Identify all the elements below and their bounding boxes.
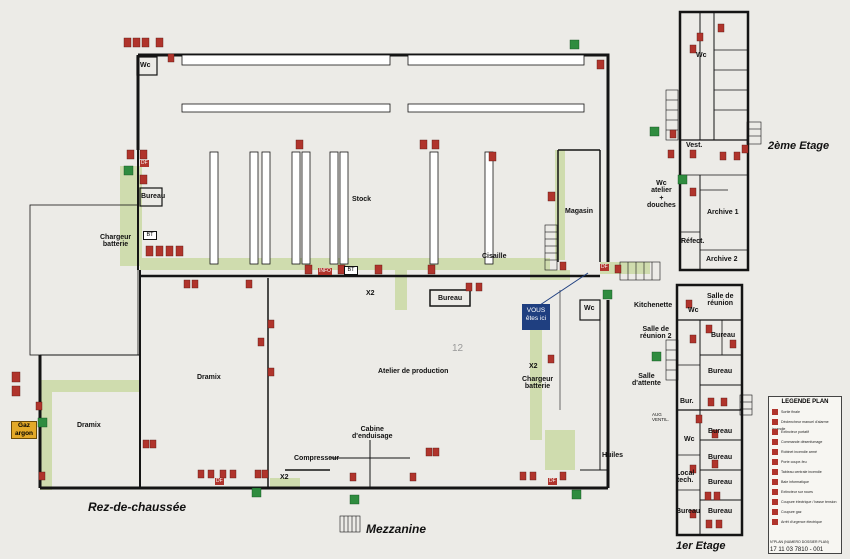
you-are-here-pointer	[539, 272, 589, 306]
title-first-floor: 1er Etage	[676, 540, 726, 552]
floor1-bureau-b: Bureau	[708, 368, 733, 375]
legend-panel: LEGENDE PLAN Sortie finale Déclencheur m…	[768, 396, 842, 554]
legend-item: Déclencheur manuel d'alarme incendie	[772, 419, 841, 431]
marker-x2-b: X2	[529, 363, 538, 370]
floor2-archive-1: Archive 1	[707, 209, 739, 216]
exit-signs	[37, 39, 688, 505]
legend-item: Coupure gaz	[772, 509, 802, 516]
room-bureau-left: Bureau	[141, 193, 166, 200]
room-wc-right: Wc	[584, 305, 595, 312]
ground-floor-walls	[29, 53, 610, 490]
legend-item-label: Tableau centrale incendie	[781, 470, 822, 474]
legend-item: Baie informatique	[772, 479, 809, 486]
legend-item: Extincteur portatif	[772, 429, 809, 436]
room-cabine: Cabine d'enduisage	[352, 426, 393, 441]
room-wc-ground: Wc	[140, 62, 151, 69]
floor1-bureau-f: Bureau	[676, 508, 701, 515]
room-dramix-2: Dramix	[77, 422, 101, 429]
floor2-refect: Réfect.	[681, 238, 705, 245]
room-compresseur: Compresseur	[294, 455, 340, 462]
plan-reference: N°PLAN (NUMERO DOSSIER PLAN) 17 11 03 78…	[770, 538, 829, 554]
room-chargeur-left: Chargeur batterie	[100, 234, 132, 249]
floor2-archive-2: Archive 2	[706, 256, 738, 263]
gas-argon-marker: Gaz argon	[11, 421, 37, 439]
legend-item: Commande désenfumage	[772, 439, 822, 446]
handwritten-mark: 12	[452, 343, 464, 354]
tag-df-a: DF	[140, 160, 149, 167]
tag-info: INFO	[318, 268, 332, 275]
title-second-floor: 2ème Etage	[768, 140, 830, 152]
room-atelier: Atelier de production	[378, 368, 449, 375]
title-mezzanine: Mezzanine	[366, 522, 427, 536]
floor1-local-tech: Local tech.	[676, 470, 695, 485]
legend-item-label: Sortie finale	[781, 410, 800, 414]
marker-x2-c: X2	[280, 474, 289, 481]
legend-item-label: Coupure électrique / basse tension	[781, 500, 837, 504]
legend-item-label: Arrêt d'urgence électrique	[781, 520, 823, 524]
tag-df-b: DF	[600, 264, 609, 271]
floor1-kitchenette: Kitchenette	[634, 302, 673, 309]
floor1-salle-reunion-2: Salle de réunion 2	[640, 326, 672, 341]
room-chargeur-right: Chargeur batterie	[522, 376, 554, 391]
gas-argon-label: Gaz argon	[14, 422, 34, 437]
room-huiles: Huiles	[602, 452, 624, 459]
room-dramix-1: Dramix	[197, 374, 221, 381]
legend-item-label: Baie informatique	[781, 480, 809, 484]
stock-racks	[181, 54, 585, 265]
legend-item-label: Porte coupe-feu	[781, 460, 807, 464]
legend-item-label: Déclencheur manuel d'alarme incendie	[772, 420, 829, 431]
legend-item: Tableau centrale incendie	[772, 469, 822, 476]
floor2-vest: Vest.	[686, 142, 703, 149]
legend-item: Robinet incendie armé	[772, 449, 817, 456]
floor1-salle-reunion: Salle de réunion	[707, 293, 734, 308]
floor1-wc-a: Wc	[688, 307, 699, 314]
ventilation-stop-tag: AUG VENTIL.	[652, 412, 670, 422]
floor1-bureau-c: Bureau	[708, 428, 733, 435]
tag-df-d: DF	[548, 478, 557, 485]
floor1-bur: Bur.	[680, 398, 694, 405]
legend-item: Sortie finale	[772, 409, 800, 416]
floor2-wc-atelier: Wc atelier + douches	[647, 180, 676, 210]
legend-item-label: Extincteur portatif	[781, 430, 809, 434]
floor1-salle-attente: Salle d'attente	[632, 373, 661, 388]
fire-symbols	[11, 23, 749, 529]
floor2-wc: Wc	[696, 52, 707, 59]
floor1-bureau-e: Bureau	[708, 479, 733, 486]
legend-item: Porte coupe-feu	[772, 459, 807, 466]
plan-reference-caption: N°PLAN (NUMERO DOSSIER PLAN)	[770, 540, 829, 544]
floor1-wc-b: Wc	[684, 436, 695, 443]
legend-item-label: Coupure gaz	[781, 510, 802, 514]
legend-item: Extincteur sur roues	[772, 489, 813, 496]
legend-item: Coupure électrique / basse tension	[772, 499, 837, 506]
tag-bt-b: BT	[344, 266, 358, 275]
room-magasin: Magasin	[565, 208, 594, 215]
legend-item-label: Extincteur sur roues	[781, 490, 813, 494]
floor1-bureau-d: Bureau	[708, 454, 733, 461]
floor1-bureau-g: Bureau	[708, 508, 733, 515]
legend-item-label: Commande désenfumage	[781, 440, 823, 444]
room-stock: Stock	[352, 196, 372, 203]
tag-bt-a: BT	[143, 231, 157, 240]
plan-reference-number: 17 11 03 7810 - 001	[770, 547, 824, 553]
room-cisaille: Cisaille	[482, 253, 507, 260]
marker-x2-a: X2	[366, 290, 375, 297]
you-are-here-label: VOUS êtes ici	[525, 307, 547, 322]
floor1-walls	[675, 283, 744, 537]
floor1-bureau-a: Bureau	[711, 332, 736, 339]
legend-title: LEGENDE PLAN	[781, 399, 829, 405]
legend-item: Arrêt d'urgence électrique	[772, 519, 822, 526]
tag-df-c: DF	[215, 478, 224, 485]
legend-item-label: Robinet incendie armé	[781, 450, 817, 454]
title-ground-floor: Rez-de-chaussée	[88, 500, 187, 514]
room-bureau-center: Bureau	[438, 295, 463, 302]
you-are-here-marker: VOUS êtes ici	[522, 304, 550, 330]
